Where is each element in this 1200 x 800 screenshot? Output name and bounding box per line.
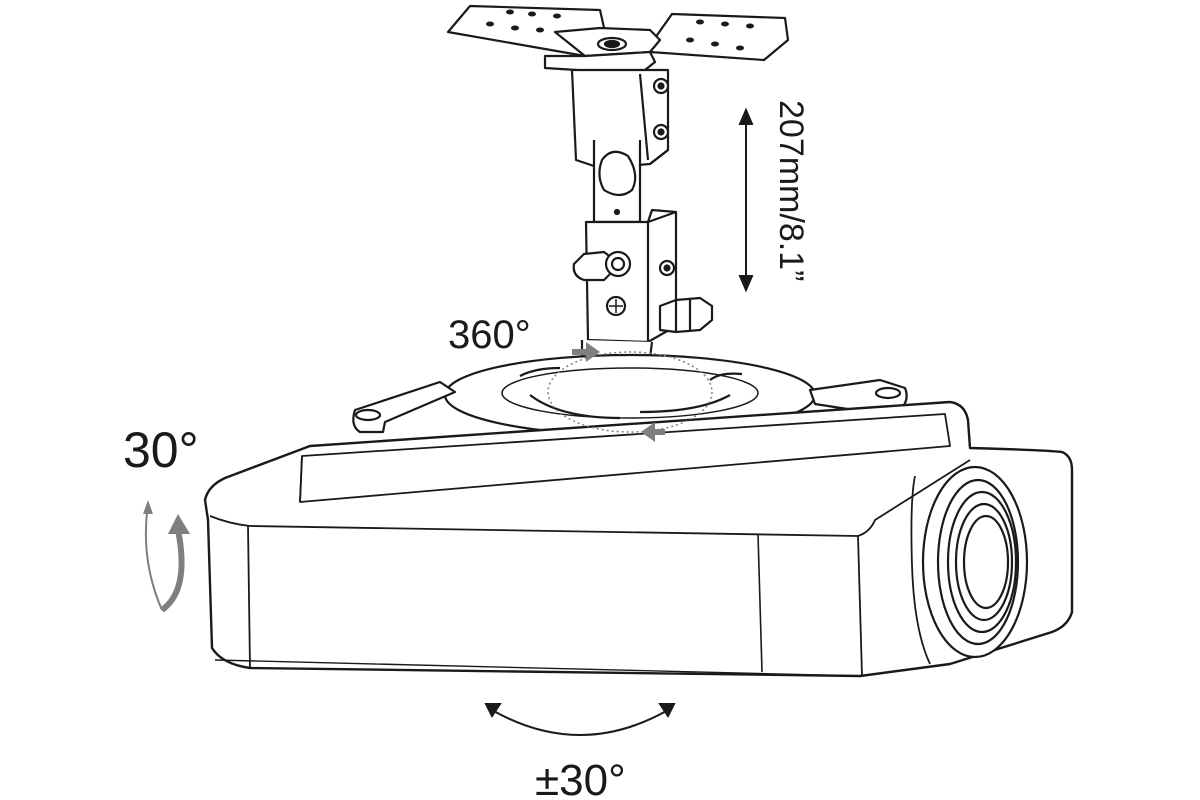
- rotation-arrow-360: [547, 342, 713, 442]
- swivel-label: ±30°: [535, 756, 626, 800]
- tilt-label: 30°: [123, 422, 199, 478]
- rotation-label: 360°: [448, 313, 531, 357]
- tilt-joint: [572, 208, 714, 363]
- ceiling-plate: [446, 4, 790, 76]
- projector-body: [203, 400, 1074, 678]
- extension-column: [570, 68, 670, 224]
- swivel-arrow: [484, 703, 676, 736]
- projector-lens: [921, 465, 1029, 659]
- tilt-arrow: [143, 500, 190, 613]
- height-dimension-arrow: [738, 107, 754, 293]
- height-range-label: 207mm/8.1”: [772, 100, 810, 281]
